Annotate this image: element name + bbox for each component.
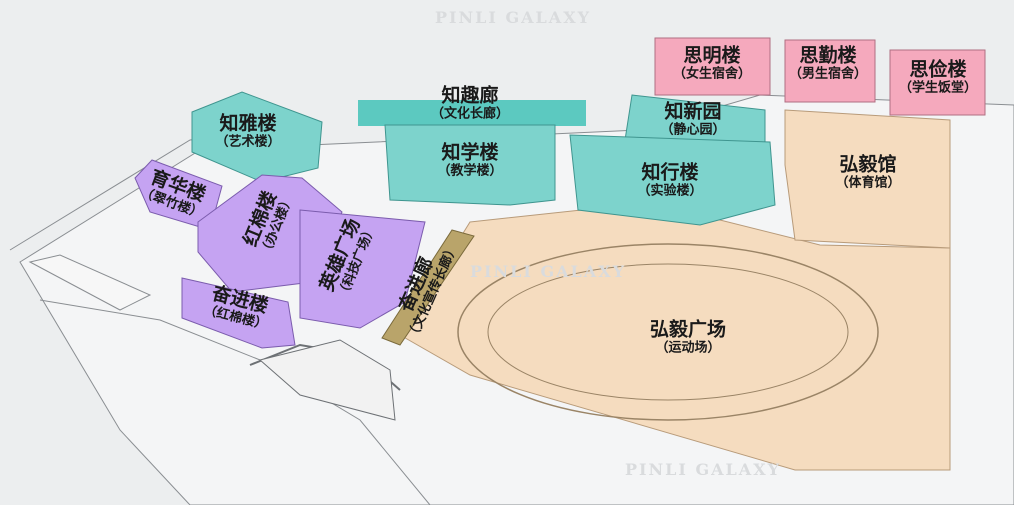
- zhixing-name: 知行楼: [641, 161, 699, 184]
- hongyi-gym-shape: [784, 109, 951, 249]
- zhiya-sub: （艺术楼）: [215, 134, 281, 150]
- zhiya-shape: [191, 91, 323, 183]
- sijian-label: 思俭楼 （学生饭堂）: [898, 58, 978, 97]
- zhixinyuan-label: 知新园 （静心园）: [660, 100, 726, 139]
- zhixue-shape: [384, 124, 556, 206]
- hongyiguangchang-name: 弘毅广场: [649, 318, 727, 341]
- zhiya-name: 知雅楼: [219, 112, 277, 135]
- zhixing-shape: [569, 134, 776, 226]
- siqin-sub: （男生宿舍）: [788, 66, 868, 82]
- hongyiguan-sub: （体育馆）: [835, 175, 901, 191]
- gate-building: [258, 339, 396, 421]
- zhixinyuan-sub: （静心园）: [660, 122, 726, 138]
- hongyiguangchang-sub: （运动场）: [655, 340, 721, 356]
- sijian-name: 思俭楼: [909, 58, 967, 81]
- zhiqulang-name: 知趣廊: [441, 84, 499, 107]
- fenjinlang-shape: [381, 229, 475, 346]
- siming-sub: （女生宿舍）: [672, 66, 752, 82]
- siming-shape: [654, 37, 771, 96]
- hongyiguan-label: 弘毅馆 （体育馆）: [835, 153, 901, 192]
- watermark-text-3: PINLI GALAXY: [625, 460, 782, 479]
- zhiqulang-sub: （文化长廊）: [430, 106, 510, 122]
- zhiqulang-label: 知趣廊 （文化长廊）: [430, 84, 510, 123]
- zhixue-sub: （教学楼）: [437, 163, 503, 179]
- sijian-sub: （学生饭堂）: [898, 80, 978, 96]
- running-track: [457, 243, 879, 421]
- fenjin-shape: [181, 277, 296, 349]
- zhixue-name: 知学楼: [441, 141, 499, 164]
- siqin-shape: [784, 39, 876, 103]
- zhixinyuan-name: 知新园: [664, 100, 722, 123]
- zhiqulang-shape: [358, 100, 586, 126]
- zhixing-sub: （实验楼）: [637, 183, 703, 199]
- yuhua-shape: [134, 159, 223, 231]
- zhixing-label: 知行楼 （实验楼）: [637, 161, 703, 200]
- watermark-text-1: PINLI GALAXY: [435, 8, 592, 27]
- siqin-label: 思勤楼 （男生宿舍）: [788, 44, 868, 83]
- siqin-name: 思勤楼: [799, 44, 857, 67]
- watermark-text-2: PINLI GALAXY: [470, 262, 627, 281]
- siming-name: 思明楼: [683, 44, 741, 67]
- yingxiong-shape: [299, 209, 426, 329]
- zhixue-label: 知学楼 （教学楼）: [437, 141, 503, 180]
- zhiya-label: 知雅楼 （艺术楼）: [215, 112, 281, 151]
- running-track-inner: [487, 263, 849, 401]
- hongyiguangchang-label: 弘毅广场 （运动场）: [649, 318, 727, 357]
- hongyiguan-name: 弘毅馆: [839, 153, 897, 176]
- west-block: [28, 254, 152, 311]
- sijian-shape: [889, 49, 986, 116]
- siming-label: 思明楼 （女生宿舍）: [672, 44, 752, 83]
